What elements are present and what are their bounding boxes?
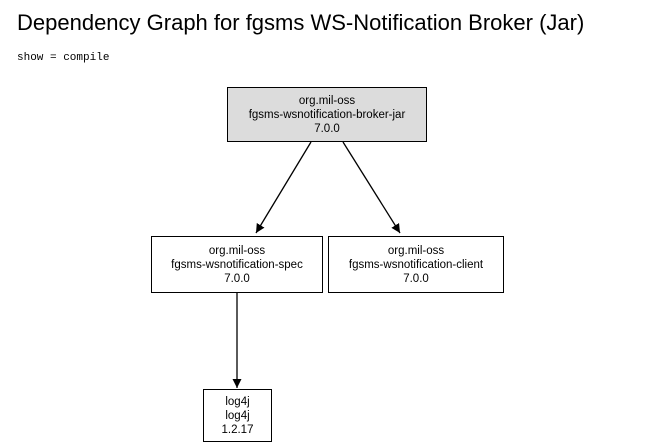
node-version: 1.2.17 (221, 423, 254, 436)
node-group: org.mil-oss (208, 244, 266, 257)
node-group: log4j (225, 395, 250, 408)
node-client[interactable]: org.mil-oss fgsms-wsnotification-client … (328, 236, 504, 293)
page-title: Dependency Graph for fgsms WS-Notificati… (17, 10, 585, 35)
node-artifact: fgsms-wsnotification-client (348, 258, 484, 271)
scope-label: show = compile (17, 52, 110, 64)
node-broker-jar[interactable]: org.mil-oss fgsms-wsnotification-broker-… (227, 87, 427, 142)
node-artifact: fgsms-wsnotification-broker-jar (248, 108, 406, 121)
node-spec[interactable]: org.mil-oss fgsms-wsnotification-spec 7.… (151, 236, 323, 293)
node-artifact: fgsms-wsnotification-spec (171, 258, 303, 271)
node-log4j[interactable]: log4j log4j 1.2.17 (203, 389, 272, 442)
edge-broker-to-spec (255, 141, 312, 234)
edge-broker-to-client (342, 141, 401, 234)
node-group: org.mil-oss (387, 244, 445, 257)
node-artifact: log4j (225, 409, 250, 422)
node-group: org.mil-oss (298, 94, 356, 107)
node-version: 7.0.0 (314, 122, 340, 135)
node-version: 7.0.0 (403, 272, 429, 285)
node-version: 7.0.0 (224, 272, 250, 285)
